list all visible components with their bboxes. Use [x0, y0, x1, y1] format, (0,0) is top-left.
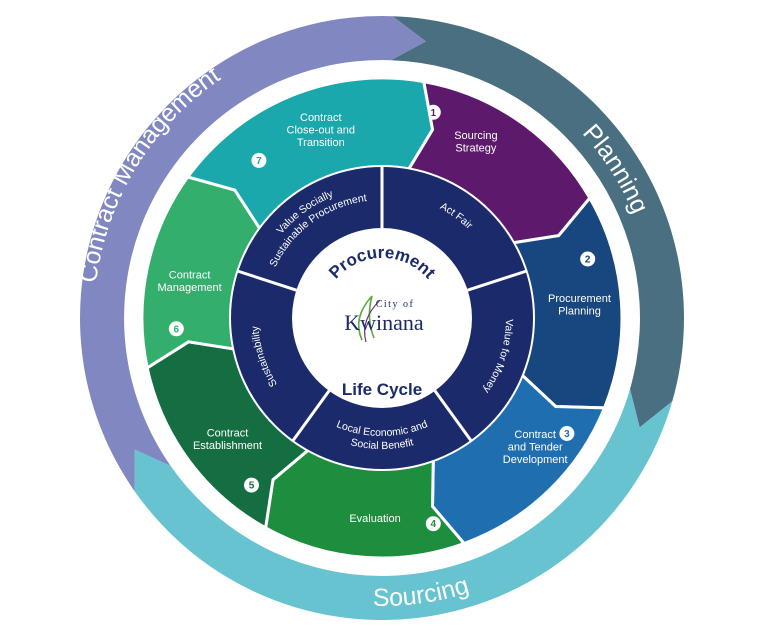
step-7-label-line: Transition: [297, 137, 345, 149]
step-4-label-line: Evaluation: [349, 513, 400, 525]
logo-swoosh-2: [364, 299, 381, 343]
principle-label-line: Social Benefit: [349, 436, 414, 452]
step-4-number: 4: [431, 519, 437, 530]
step-7-number-badge: [251, 152, 267, 168]
center-title-bottom: Life Cycle: [342, 380, 422, 399]
step-6-label-line: Contract: [169, 269, 211, 281]
step-2-number: 2: [585, 255, 591, 266]
step-1-label-line: Sourcing: [454, 130, 497, 142]
logo-kwinana: Kwinana: [344, 310, 424, 335]
center-disc: [292, 228, 472, 408]
step-6-number-badge: [168, 321, 184, 337]
step-2-number-badge: [580, 251, 596, 267]
center-hub: Procurement Life Cycle City of Kwinana: [292, 228, 472, 408]
step-3-number-badge: [559, 426, 575, 441]
step-7-label-line: Close-out and: [287, 125, 356, 137]
step-1-number: 1: [431, 108, 437, 119]
step-3-number: 3: [564, 429, 570, 440]
step-5-label-line: Contract: [207, 427, 249, 439]
principles-divider: [291, 389, 331, 442]
principles-divider: [433, 389, 473, 442]
step-5-number: 5: [249, 481, 255, 492]
principles-divider: [236, 269, 297, 292]
step-6-number: 6: [174, 324, 180, 335]
step-ring: SourcingStrategy1ProcurementPlanning2Con…: [140, 76, 624, 560]
phase-contract-management: [80, 16, 426, 492]
step-5-label-line: Establishment: [193, 440, 262, 452]
phase-sourcing: [134, 389, 673, 620]
step-7-label-line: Contract: [300, 112, 342, 124]
step-4-number-badge: [425, 516, 441, 532]
step-2-label-line: Procurement: [548, 293, 611, 305]
step-3-label-line: Development: [503, 454, 568, 466]
step-7-number: 7: [256, 156, 262, 167]
logo-city-of: City of: [376, 299, 415, 310]
principles-divider: [467, 269, 528, 292]
city-of-kwinana-logo: City of Kwinana: [344, 295, 424, 343]
logo-swoosh: [357, 295, 375, 341]
step-3-label-line: and Tender: [508, 442, 563, 454]
principles-ring-outline: [229, 165, 535, 471]
step-1-label-line: Strategy: [455, 143, 496, 155]
step-2-label-line: Planning: [558, 305, 601, 317]
step-6-label-line: Management: [157, 282, 221, 294]
phase-planning: [391, 16, 684, 428]
step-5-number-badge: [244, 477, 259, 493]
step-3-label-line: Contract: [514, 429, 556, 441]
